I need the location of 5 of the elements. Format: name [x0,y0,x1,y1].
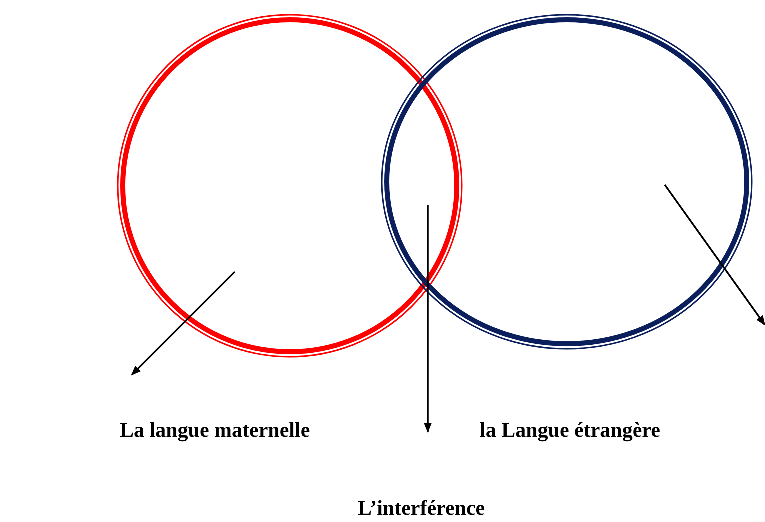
label-text: L’interférence [358,496,486,521]
arrow [131,271,236,376]
label-text: La langue maternelle [120,418,310,443]
arrow [664,184,765,326]
label-text: la Langue étrangère [480,418,660,443]
